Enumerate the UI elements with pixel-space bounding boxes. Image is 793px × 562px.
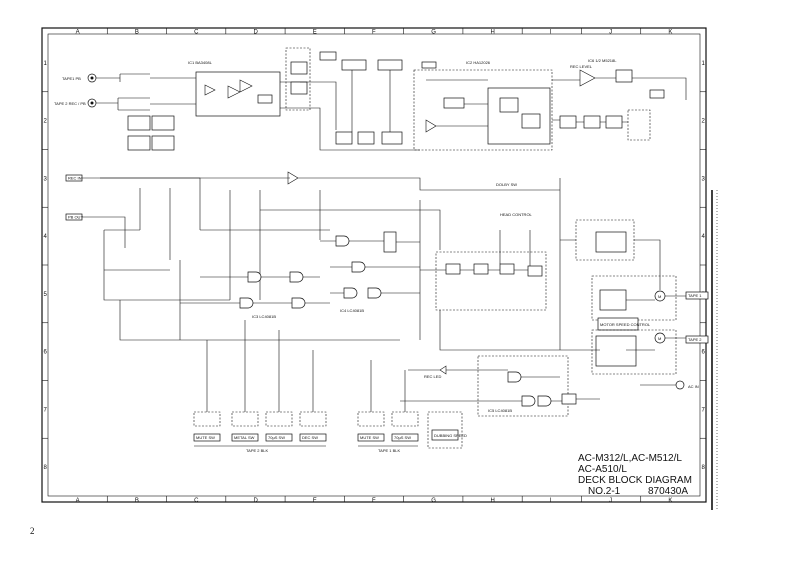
ic4-block: IC4 LC4081B: [320, 231, 420, 313]
tape1-label: TAPE 1: [688, 293, 702, 298]
row-label-4-right: 4: [702, 234, 706, 240]
ic3-label: IC3 LC4081B: [252, 314, 276, 319]
ic6-block: REC LEVEL IC6 1/2 M5218L: [552, 58, 687, 141]
rec-in-label: REC IN: [68, 176, 82, 181]
tape2-label: TAPE 2: [688, 337, 702, 342]
title-block: AC-M312/L,AC-M512/L AC-A510/L DECK BLOCK…: [578, 453, 692, 497]
diagram-title: DECK BLOCK DIAGRAM: [578, 475, 692, 486]
column-label-c-bottom: C: [194, 498, 199, 504]
frame-outer: [41, 27, 707, 503]
rec-level-label: REC LEVEL: [570, 64, 593, 69]
column-label-d-top: D: [253, 30, 258, 36]
mute-sw2-label: MUTE SW: [360, 435, 379, 440]
dec-sw-label: DEC SW: [302, 435, 318, 440]
ic2-label: IC2 HA12026: [466, 60, 491, 65]
ic2-block: IC2 HA12026: [413, 60, 553, 151]
column-label-k-bottom: K: [668, 498, 672, 504]
ic4-label: IC4 LC4081B: [340, 308, 364, 313]
tape2-jack: [87, 97, 150, 111]
tape2-label: TAPE 2 REC / PB: [54, 101, 86, 106]
column-label-h-top: H: [491, 30, 495, 36]
row-label-8-right: 8: [702, 465, 706, 471]
column-label-b-bottom: B: [135, 498, 139, 504]
ic6-label: IC6 1/2 M5218L: [588, 58, 617, 63]
page-number: 2: [30, 526, 35, 536]
row-label-3-left: 3: [44, 176, 48, 182]
svg-text:M: M: [658, 336, 661, 341]
column-label-j-top: J: [609, 30, 612, 36]
ic5-label: IC5 LC4081B: [488, 408, 512, 413]
column-label-e-bottom: E: [313, 498, 317, 504]
column-label-g-bottom: G: [431, 498, 436, 504]
tape2-blk-label: TAPE 2 BLK: [246, 448, 268, 453]
ac-in-label: AC IN: [688, 384, 699, 389]
dubbing-speed-label: DUBBING SPEED: [434, 433, 467, 438]
mute-sw-label: MUTE SW: [196, 435, 215, 440]
column-label-c-top: C: [194, 30, 199, 36]
pb-out-label: PB OUT: [68, 215, 83, 220]
svg-text:M: M: [658, 294, 661, 299]
ic3-block: IC3 LC4081B: [180, 271, 330, 319]
row-label-6-right: 6: [702, 350, 706, 356]
dolby-sw-label: DOLBY SW: [496, 182, 517, 187]
column-label-a-top: A: [76, 30, 80, 36]
column-label-b-top: B: [135, 30, 139, 36]
diagram-number: NO.2-1: [588, 486, 621, 497]
tape1-jack: [87, 73, 150, 83]
ic5-block: IC5 LC4081B REC LED: [400, 355, 600, 417]
row-label-2-right: 2: [702, 119, 706, 125]
motor-speed-label: MOTOR SPEED CONTROL: [600, 322, 651, 327]
cro2-sw2-label: 70µS SW: [394, 435, 411, 440]
column-label-k-top: K: [668, 30, 672, 36]
bottom-switches: DUBBING SPEED MUTE SW METAL SW 70µS SW D…: [193, 320, 467, 453]
column-label-i-top: I: [550, 30, 552, 36]
row-label-2-left: 2: [44, 119, 48, 125]
rec-led-label: REC LED: [424, 374, 441, 379]
column-label-j-bottom: J: [609, 498, 612, 504]
head-control-label: HEAD CONTROL: [500, 212, 533, 217]
row-label-1-right: 1: [702, 61, 706, 67]
metal-sw-label: METAL SW: [234, 435, 255, 440]
diagram-code: 870430A: [648, 486, 688, 497]
ic1-label: IC1 BA3408L: [188, 60, 213, 65]
row-label-5-left: 5: [44, 292, 48, 298]
frame-inner: [47, 33, 701, 497]
ic1-block: IC1 BA3408L: [127, 60, 300, 151]
models-line1: AC-M312/L,AC-M512/L: [578, 453, 682, 464]
option-block-e1: [285, 47, 311, 111]
row-label-1-left: 1: [44, 61, 48, 67]
head-control-block: HEAD CONTROL: [420, 212, 547, 311]
column-label-a-bottom: A: [76, 498, 80, 504]
motor-section: MOTOR SPEED CONTROL M M TAPE 1 TAPE 2 AC…: [560, 219, 709, 390]
grid-labels: AABBCCDDEEFFGGHHIIJJKK1122334455667788: [42, 28, 706, 504]
tape1-pb-label: TAPE1 PB: [62, 76, 81, 81]
column-label-e-top: E: [313, 30, 317, 36]
models-line2: AC-A510/L: [578, 464, 627, 475]
column-label-f-bottom: F: [372, 498, 376, 504]
cro2-sw-label: 70µS SW: [268, 435, 285, 440]
column-label-h-bottom: H: [491, 498, 495, 504]
row-label-4-left: 4: [44, 234, 48, 240]
column-label-i-bottom: I: [550, 498, 552, 504]
row-label-7-left: 7: [44, 407, 48, 413]
column-label-g-top: G: [431, 30, 436, 36]
row-label-6-left: 6: [44, 350, 48, 356]
row-label-8-left: 8: [44, 465, 48, 471]
row-label-3-right: 3: [702, 176, 706, 182]
tape1-blk-label: TAPE 1 BLK: [378, 448, 400, 453]
column-label-d-bottom: D: [253, 498, 258, 504]
column-label-f-top: F: [372, 30, 376, 36]
f1-stage: [300, 51, 420, 151]
row-label-7-right: 7: [702, 407, 706, 413]
